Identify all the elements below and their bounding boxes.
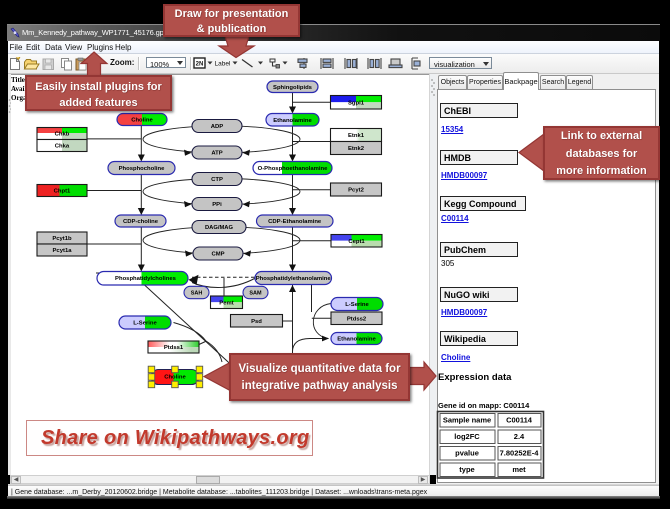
svg-text:Phosphatidylethanolamine: Phosphatidylethanolamine (256, 276, 332, 282)
svg-text:Psd: Psd (251, 319, 262, 325)
svg-text:Ptdss2: Ptdss2 (347, 316, 367, 322)
svg-text:Pcyt1b: Pcyt1b (52, 236, 72, 242)
svg-text:Pcyt2: Pcyt2 (348, 188, 364, 194)
svg-text:CDP-Ethanolamine: CDP-Ethanolamine (268, 219, 322, 225)
svg-text:Ptdss1: Ptdss1 (164, 345, 184, 351)
svg-text:Sphingolipids: Sphingolipids (273, 85, 313, 91)
svg-text:pvalue: pvalue (455, 449, 479, 458)
svg-text:ATP: ATP (211, 151, 222, 157)
svg-text:SAH: SAH (191, 291, 203, 297)
svg-text:Cept1: Cept1 (348, 239, 365, 245)
svg-text:Chpt1: Chpt1 (54, 189, 71, 195)
svg-text:Chkb: Chkb (55, 132, 70, 138)
svg-text:Choline: Choline (164, 375, 186, 381)
svg-text:Choline: Choline (131, 118, 153, 124)
svg-text:C00114: C00114 (506, 416, 533, 425)
svg-text:Etnk2: Etnk2 (348, 146, 365, 152)
svg-text:L-Serine: L-Serine (133, 321, 157, 327)
svg-text:log2FC: log2FC (454, 432, 480, 441)
svg-text:met: met (512, 465, 526, 474)
svg-text:CMP: CMP (211, 252, 224, 258)
svg-text:2N: 2N (196, 62, 204, 68)
svg-text:SAM: SAM (249, 291, 262, 297)
svg-text:DAG/MAG: DAG/MAG (205, 225, 234, 231)
svg-text:type: type (459, 465, 474, 474)
svg-text:Ethanolamine: Ethanolamine (273, 118, 312, 124)
svg-text:PPi: PPi (212, 202, 222, 208)
svg-text:Chka: Chka (55, 144, 70, 150)
svg-text:Phosphocholine: Phosphocholine (119, 166, 166, 172)
svg-text:Sample name: Sample name (443, 416, 491, 425)
svg-text:7.80252E-4: 7.80252E-4 (500, 449, 540, 458)
svg-text:O-Phosphoethanolamine: O-Phosphoethanolamine (258, 166, 328, 172)
svg-text:Etnk1: Etnk1 (348, 133, 365, 139)
svg-text:Phosphatidylcholines: Phosphatidylcholines (115, 276, 177, 282)
svg-text:2.4: 2.4 (514, 432, 525, 441)
svg-text:L-Serine: L-Serine (345, 302, 369, 308)
svg-text:ADP: ADP (211, 124, 224, 130)
svg-text:Sgpl1: Sgpl1 (348, 101, 365, 107)
svg-text:Pemt: Pemt (219, 300, 233, 306)
svg-text:CDP-choline: CDP-choline (123, 219, 159, 225)
svg-text:Ethanolamine: Ethanolamine (337, 337, 376, 343)
svg-text:Pcyt1a: Pcyt1a (53, 248, 73, 254)
svg-text:Label: Label (215, 61, 231, 68)
svg-text:CTP: CTP (211, 177, 223, 183)
